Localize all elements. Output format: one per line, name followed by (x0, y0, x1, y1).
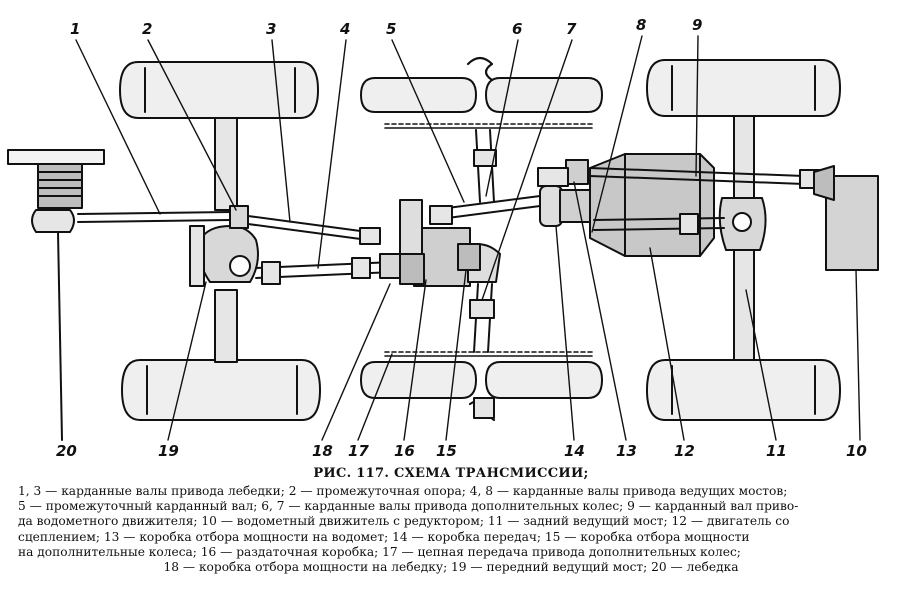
additional-wheels-cardan-shaft-7 (469, 283, 495, 419)
front-axle-cardan-shaft-4 (255, 253, 403, 285)
leader-lines (75, 35, 861, 441)
front-drive-axle (189, 117, 259, 363)
caption-line: на дополнительные колеса; 16 — раздаточн… (18, 544, 741, 559)
intermediate-cardan-shaft-5 (429, 195, 541, 225)
label-9: 9 (692, 16, 702, 34)
label-20: 20 (56, 442, 77, 460)
additional-wheel-bottom-right (485, 361, 603, 399)
gearbox (539, 185, 591, 227)
label-14: 14 (564, 442, 585, 460)
label-19: 19 (158, 442, 179, 460)
label-17: 17 (348, 442, 369, 460)
label-2: 2 (142, 20, 152, 38)
intermediate-support (229, 205, 249, 229)
label-8: 8 (636, 16, 646, 34)
caption-line: 5 — промежуточный карданный вал; 6, 7 — … (18, 499, 799, 514)
label-13: 13 (616, 442, 637, 460)
label-5: 5 (386, 20, 396, 38)
additional-wheels-pto (457, 243, 481, 271)
label-11: 11 (766, 442, 787, 460)
figure-legend: 1, 3 — карданные валы привода лебедки; 2… (18, 484, 884, 575)
winch-cardan-shaft-1 (77, 211, 231, 223)
label-10: 10 (846, 442, 867, 460)
label-16: 16 (394, 442, 415, 460)
label-12: 12 (674, 442, 695, 460)
transmission-diagram: 1 2 3 4 5 6 7 8 9 10 11 12 13 14 15 16 1… (7, 16, 879, 460)
rear-right-wheel (646, 359, 841, 421)
winch-cardan-shaft-3 (247, 215, 381, 245)
rear-drive-axle (718, 115, 767, 361)
front-left-wheel (119, 61, 319, 119)
winch-pto (399, 253, 425, 285)
rear-left-wheel (646, 59, 841, 117)
water-jet-pto (537, 159, 589, 187)
figure-caption: РИС. 117. СХЕМА ТРАНСМИССИИ; 1, 3 — кард… (18, 466, 884, 575)
additional-wheel-bottom-left (360, 361, 477, 399)
rear-axle-cardan-shaft-8 (593, 213, 725, 235)
label-1: 1 (70, 20, 80, 38)
caption-line: да водометного движителя; 10 — водометны… (18, 514, 790, 529)
additional-wheels-cardan-shaft-6 (473, 129, 497, 203)
winch (7, 149, 105, 441)
additional-wheel-top-right (485, 77, 603, 113)
label-15: 15 (436, 442, 457, 460)
label-18: 18 (312, 442, 333, 460)
caption-line: сцеплением; 13 — коробка отбора мощности… (18, 529, 750, 544)
label-7: 7 (566, 20, 577, 38)
label-3: 3 (266, 20, 276, 38)
water-jet-propulsor (813, 165, 879, 271)
caption-line: 1, 3 — карданные валы привода лебедки; 2… (18, 484, 788, 498)
label-4: 4 (339, 20, 350, 38)
caption-line: 18 — коробка отбора мощности на лебедку;… (163, 560, 739, 575)
figure-title: РИС. 117. СХЕМА ТРАНСМИССИИ; (313, 466, 589, 481)
additional-wheel-top-left (360, 77, 477, 113)
front-right-wheel (121, 359, 321, 421)
label-6: 6 (512, 20, 522, 38)
